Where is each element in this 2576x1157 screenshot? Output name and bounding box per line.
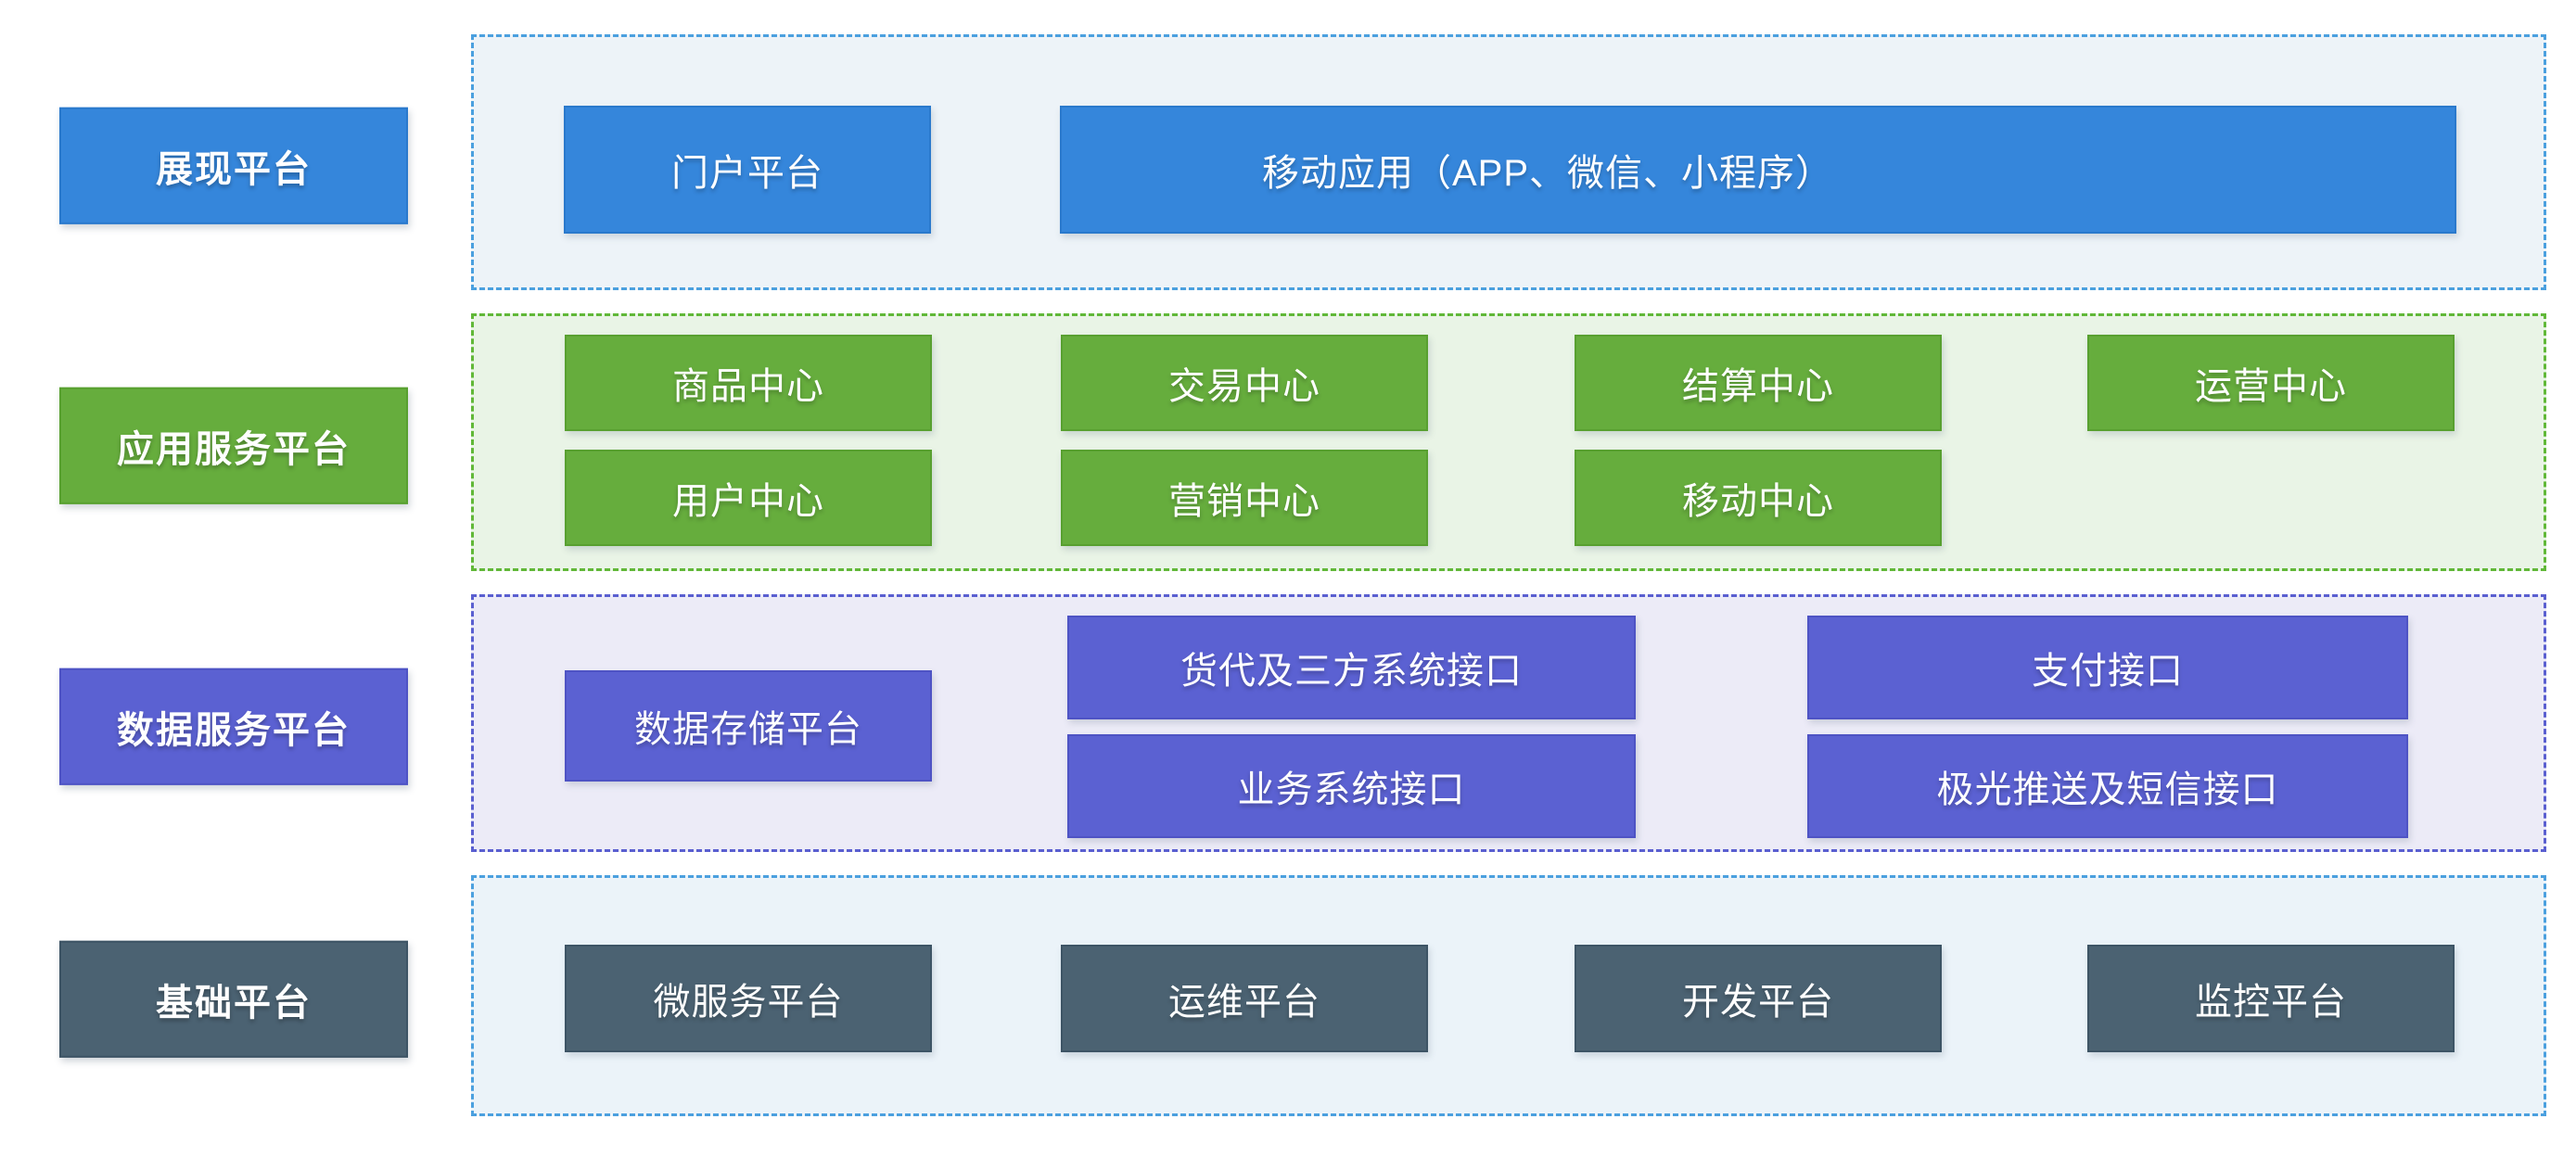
- forwarder-third-party-interface-box: 货代及三方系统接口: [1067, 616, 1636, 719]
- jpush-sms-interface-box: 极光推送及短信接口: [1807, 734, 2408, 838]
- tier-container-data-service: 数据存储平台 货代及三方系统接口 业务系统接口 支付接口 极光推送及短信接口: [471, 594, 2546, 852]
- microservice-platform-box: 微服务平台: [565, 945, 932, 1052]
- tier-data-service: 数据服务平台 数据存储平台 货代及三方系统接口 业务系统接口 支付接口 极光推送…: [0, 594, 2576, 852]
- tier-container-application-service: 商品中心 交易中心 结算中心 运营中心 用户中心 营销中心 移动中心: [471, 313, 2546, 571]
- tier-presentation: 展现平台 门户平台 移动应用（APP、微信、小程序）: [0, 34, 2576, 290]
- dev-platform-box: 开发平台: [1575, 945, 1942, 1052]
- product-center-box: 商品中心: [565, 335, 932, 431]
- user-center-box: 用户中心: [565, 450, 932, 546]
- tier-label-application-service-platform: 应用服务平台: [59, 387, 408, 504]
- tier-label-data-service-platform: 数据服务平台: [59, 668, 408, 785]
- portal-platform-box: 门户平台: [564, 106, 931, 234]
- payment-interface-box: 支付接口: [1807, 616, 2408, 719]
- business-system-interface-box: 业务系统接口: [1067, 734, 1636, 838]
- operation-center-box: 运营中心: [2087, 335, 2455, 431]
- tier-container-presentation: 门户平台 移动应用（APP、微信、小程序）: [471, 34, 2546, 290]
- marketing-center-box: 营销中心: [1061, 450, 1428, 546]
- tier-base: 基础平台 微服务平台 运维平台 开发平台 监控平台: [0, 875, 2576, 1116]
- tier-label-base-platform: 基础平台: [59, 940, 408, 1058]
- ops-platform-box: 运维平台: [1061, 945, 1428, 1052]
- tier-application-service: 应用服务平台 商品中心 交易中心 结算中心 运营中心 用户中心 营销中心 移动中…: [0, 313, 2576, 571]
- mobile-app-box: 移动应用（APP、微信、小程序）: [1060, 106, 2456, 234]
- trade-center-box: 交易中心: [1061, 335, 1428, 431]
- tier-label-presentation-platform: 展现平台: [59, 107, 408, 224]
- data-storage-platform-box: 数据存储平台: [565, 670, 932, 782]
- monitoring-platform-box: 监控平台: [2087, 945, 2455, 1052]
- settlement-center-box: 结算中心: [1575, 335, 1942, 431]
- mobile-center-box: 移动中心: [1575, 450, 1942, 546]
- tier-container-base: 微服务平台 运维平台 开发平台 监控平台: [471, 875, 2546, 1116]
